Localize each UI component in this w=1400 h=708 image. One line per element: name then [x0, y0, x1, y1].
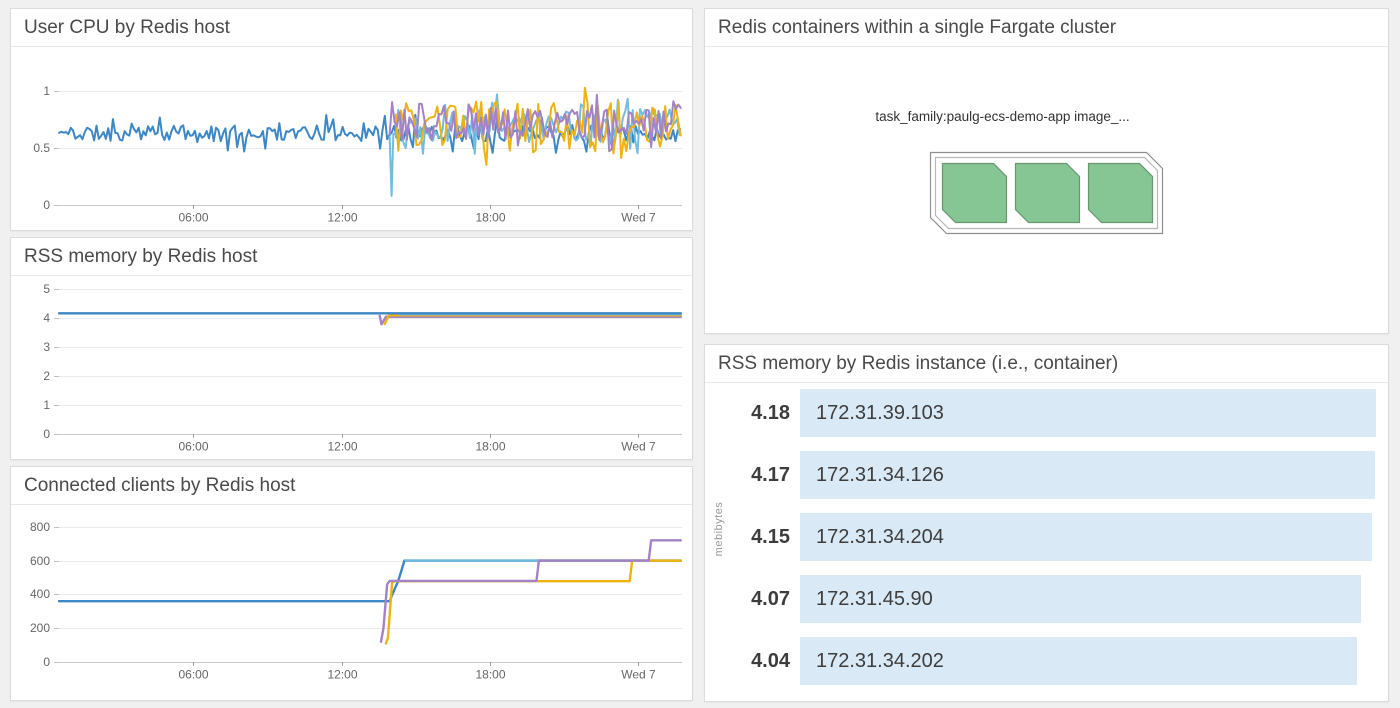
fargate-task-caption: task_family:paulg-ecs-demo-app image_... — [875, 109, 1130, 124]
panel-connected-clients: Connected clients by Redis host — [10, 466, 693, 701]
toplist-row[interactable]: 4.04 172.31.34.202 — [705, 637, 1388, 685]
panel-rss-memory: RSS memory by Redis host — [10, 237, 693, 460]
toplist-bar: 172.31.34.204 — [800, 513, 1372, 561]
toplist-bar-label: 172.31.34.126 — [816, 463, 944, 486]
connected-clients-chart[interactable] — [11, 505, 690, 699]
toplist-value: 4.07 — [751, 587, 790, 610]
toplist-row[interactable]: 4.07 172.31.45.90 — [705, 575, 1388, 623]
panel-rss-toplist: RSS memory by Redis instance (i.e., cont… — [704, 344, 1389, 702]
panel-title-connected-clients: Connected clients by Redis host — [11, 467, 692, 505]
panel-title-user-cpu: User CPU by Redis host — [11, 9, 692, 47]
toplist-bar-track: 172.31.34.202 — [800, 637, 1376, 685]
toplist-row[interactable]: 4.17 172.31.34.126 — [705, 451, 1388, 499]
toplist-row[interactable]: 4.18 172.31.39.103 — [705, 389, 1388, 437]
toplist-value: 4.17 — [751, 463, 790, 486]
toplist-bar-track: 172.31.39.103 — [800, 389, 1376, 437]
redis-container-hexagon[interactable] — [1014, 162, 1081, 224]
panel-title-rss-memory: RSS memory by Redis host — [11, 238, 692, 276]
fargate-task-group[interactable] — [929, 151, 1165, 237]
panel-title-rss-toplist: RSS memory by Redis instance (i.e., cont… — [705, 345, 1388, 383]
toplist-row[interactable]: 4.15 172.31.34.204 — [705, 513, 1388, 561]
toplist-bar-label: 172.31.45.90 — [816, 587, 933, 610]
mebibytes-axis-label: mebibytes — [713, 501, 725, 557]
toplist-bar: 172.31.45.90 — [800, 575, 1361, 623]
toplist-bar: 172.31.34.202 — [800, 637, 1357, 685]
user-cpu-chart[interactable] — [11, 47, 690, 229]
toplist-bar-label: 172.31.39.103 — [816, 401, 944, 424]
toplist-bar-track: 172.31.45.90 — [800, 575, 1376, 623]
toplist-bar-track: 172.31.34.204 — [800, 513, 1376, 561]
toplist-rows: 4.18 172.31.39.103 4.17 172.31.34.126 4.15 17… — [705, 389, 1388, 685]
rss-memory-chart[interactable] — [11, 276, 690, 458]
toplist-bar-track: 172.31.34.126 — [800, 451, 1376, 499]
toplist-value: 4.15 — [751, 525, 790, 548]
toplist-bar-label: 172.31.34.202 — [816, 649, 944, 672]
toplist-value: 4.18 — [751, 401, 790, 424]
panel-title-fargate-cluster: Redis containers within a single Fargate… — [705, 9, 1388, 47]
redis-container-hexagon[interactable] — [1087, 162, 1154, 224]
toplist-bar: 172.31.39.103 — [800, 389, 1376, 437]
toplist-bar: 172.31.34.126 — [800, 451, 1375, 499]
redis-container-hexagon[interactable] — [941, 162, 1008, 224]
toplist-value: 4.04 — [751, 649, 790, 672]
panel-user-cpu: User CPU by Redis host — [10, 8, 693, 231]
toplist-bar-label: 172.31.34.204 — [816, 525, 944, 548]
panel-fargate-cluster: Redis containers within a single Fargate… — [704, 8, 1389, 334]
